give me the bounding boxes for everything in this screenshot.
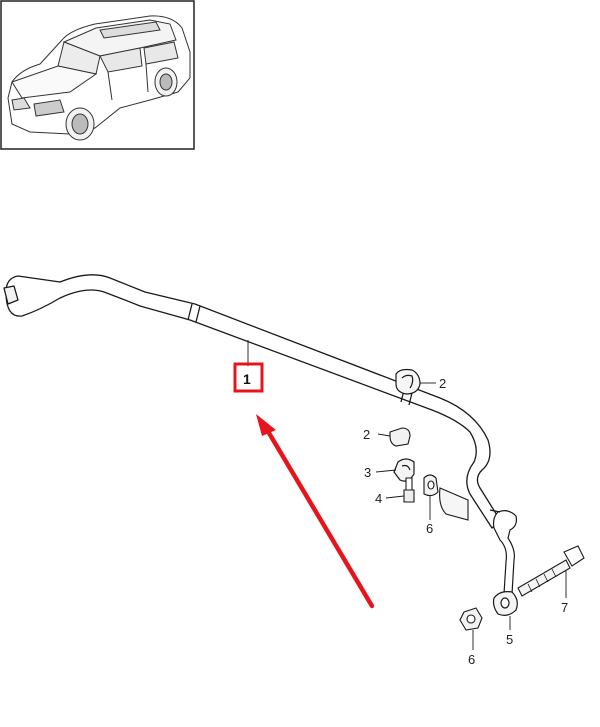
suv-illustration-icon: [7, 15, 191, 141]
leader-lines: [247, 340, 567, 650]
vehicle-thumbnail: [0, 0, 195, 150]
callout-6-lower: 6: [468, 652, 475, 667]
callout-1: 1: [243, 371, 251, 387]
callout-6-upper: 6: [426, 521, 433, 536]
link-nut-lower: [459, 607, 483, 631]
link-bolt: [517, 545, 585, 597]
stabilizer-link: [489, 509, 518, 616]
stabilizer-bar: [3, 274, 501, 529]
bushing-clip: [389, 427, 411, 447]
callout-5: 5: [506, 632, 513, 647]
highlight-arrow-icon: [256, 414, 375, 609]
bushing-upper: [395, 368, 421, 395]
bracket-bolt: [403, 477, 415, 503]
callout-2-lower: 2: [363, 427, 370, 442]
callout-4: 4: [375, 491, 382, 506]
bar-end-bracket: [439, 487, 469, 521]
highlight-box: [233, 362, 264, 393]
callout-3: 3: [364, 465, 371, 480]
mount-bracket: [393, 458, 415, 482]
callout-7: 7: [561, 600, 568, 615]
callout-2-upper: 2: [439, 376, 446, 391]
link-nut-upper: [423, 474, 439, 497]
